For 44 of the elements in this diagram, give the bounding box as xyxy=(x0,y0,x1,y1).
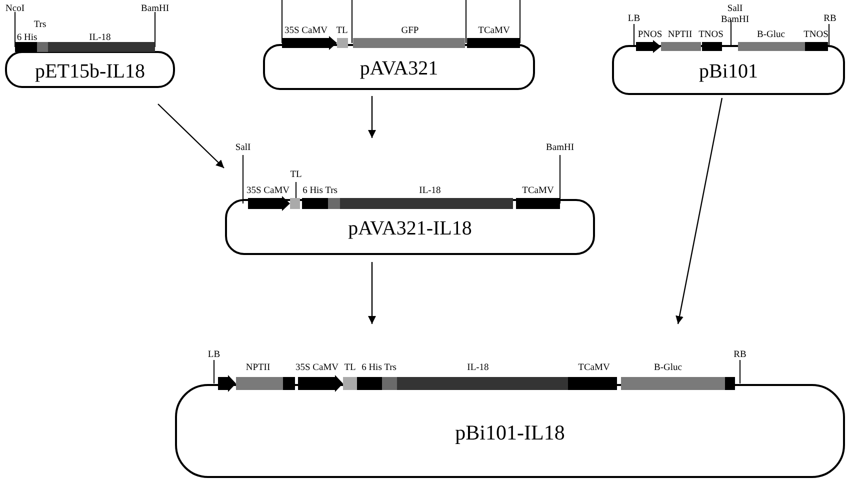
segment-label: LB xyxy=(208,350,220,361)
segment-label: TNOS xyxy=(698,30,724,41)
segment-label: RB xyxy=(824,14,836,25)
segment-label: NPTII xyxy=(246,363,270,374)
plasmid-name: pAVA321-IL18 xyxy=(348,218,472,240)
segment-label: IL-18 xyxy=(89,33,111,44)
arrow xyxy=(158,104,224,168)
segment-label: TCaMV xyxy=(522,186,554,197)
segment-label: 6 His xyxy=(16,33,38,44)
segment-label: TNOS xyxy=(804,30,828,41)
arrow xyxy=(368,96,376,138)
segment-label: BamHI xyxy=(141,4,169,15)
segment-label: B-Gluc xyxy=(757,30,785,41)
arrow xyxy=(676,98,723,324)
segment-label: NcoI xyxy=(6,4,24,15)
segment-label: TL xyxy=(290,170,302,181)
segment-label: GFP xyxy=(401,26,419,37)
segment-label: NPTII xyxy=(668,30,692,41)
segment-label: PNOS xyxy=(638,30,662,41)
segment-label: Trs xyxy=(34,20,46,31)
segment-label: 6 His Trs xyxy=(302,186,338,197)
segment-label: TL xyxy=(344,363,356,374)
segment-label: TL xyxy=(336,26,348,37)
plasmid-name: pET15b-IL18 xyxy=(35,60,145,83)
segment-label: LB xyxy=(628,14,640,25)
arrow xyxy=(368,262,376,324)
segment-label: TCaMV xyxy=(578,363,610,374)
segment-label: RB xyxy=(734,350,746,361)
segment-label: 35S CaMV xyxy=(246,186,290,197)
segment-label: 35S CaMV xyxy=(284,26,328,37)
segment-label: 35S CaMV xyxy=(295,363,339,374)
segment-label: SalI xyxy=(235,143,251,154)
plasmid-map xyxy=(225,140,595,255)
segment-label: IL-18 xyxy=(419,186,441,197)
plasmid-name: pBi101-IL18 xyxy=(455,420,565,446)
segment-label: B-Gluc xyxy=(654,363,682,374)
plasmid-name: pAVA321 xyxy=(360,58,438,80)
plasmid-map xyxy=(263,0,535,90)
segment-label: BamHI xyxy=(546,143,574,154)
segment-label: IL-18 xyxy=(467,363,489,374)
segment-label: SalI BamHI xyxy=(720,4,750,26)
segment-label: 6 His Trs xyxy=(362,363,396,374)
plasmid-name: pBi101 xyxy=(699,60,758,84)
segment-label: TCaMV xyxy=(478,26,510,37)
